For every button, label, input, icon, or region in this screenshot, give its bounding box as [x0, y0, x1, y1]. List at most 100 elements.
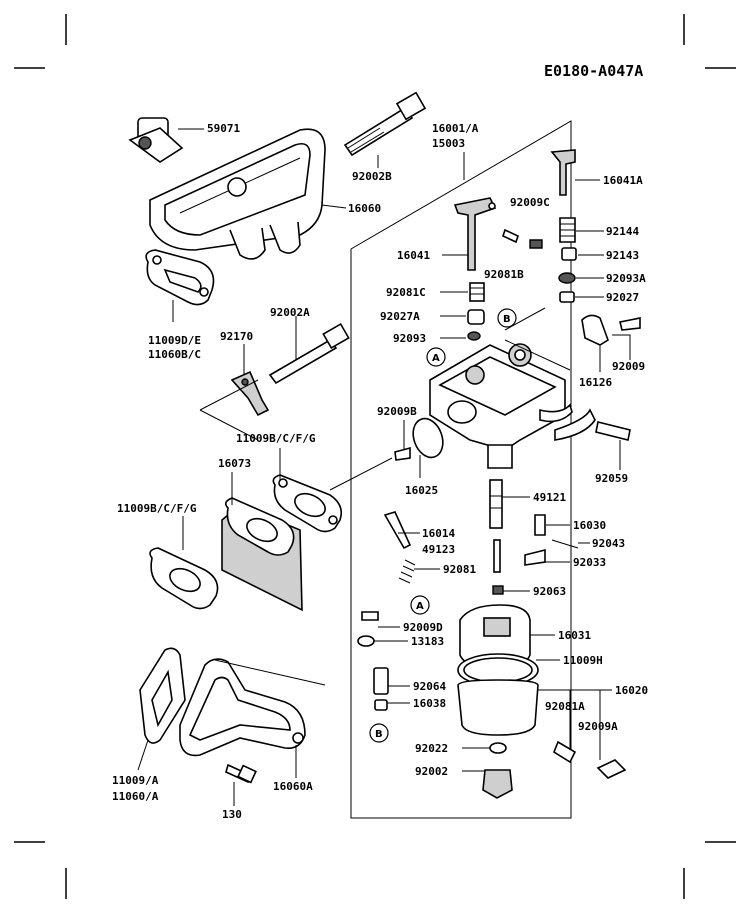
clip-92033 — [524, 548, 546, 566]
part-label: 13183 — [411, 635, 444, 648]
part-label: 16126 — [579, 376, 612, 389]
valve-16030 — [534, 514, 546, 536]
part-label: 16031 — [558, 629, 591, 642]
plate-16126 — [581, 314, 609, 346]
part-label: 92027 — [606, 291, 639, 304]
intake-pipe-16060a — [179, 658, 306, 757]
pipe-leader — [214, 659, 326, 686]
gasket-leader — [329, 457, 393, 491]
part-label: 11009B/C/F/G — [236, 432, 316, 445]
seal-92093 — [467, 331, 481, 341]
choke-lever-16041a — [550, 149, 576, 196]
collar-92064 — [373, 667, 389, 695]
registration-marks — [14, 14, 736, 899]
part-label: 16060A — [273, 780, 313, 793]
drawing-code: E0180-A047A — [544, 62, 643, 80]
collar-92027 — [559, 291, 575, 303]
part-label: 11009H — [563, 654, 603, 667]
part-label: 92043 — [592, 537, 625, 550]
nut-92002 — [482, 769, 513, 799]
part-label: 92033 — [573, 556, 606, 569]
float-bowl-16020 — [457, 679, 539, 736]
jet-49121 — [489, 479, 503, 529]
gasket-11009a — [139, 647, 186, 744]
screw-16014 — [383, 511, 412, 550]
part-label: 92009 — [612, 360, 645, 373]
part-label: 11060B/C — [148, 348, 201, 361]
part-label: 16073 — [218, 457, 251, 470]
part-label: 11060/A — [112, 790, 159, 803]
part-label: 92022 — [415, 742, 448, 755]
spring-92081 — [398, 559, 416, 584]
washer-92022 — [489, 742, 507, 754]
seal-92093a — [558, 272, 576, 284]
part-label: 49123 — [422, 543, 455, 556]
screw-92009a — [596, 759, 627, 779]
throttle-shaft-16041 — [453, 197, 497, 271]
pin-92059 — [595, 421, 631, 441]
part-label: 92081B — [484, 268, 524, 281]
collar-92027a — [467, 309, 485, 325]
callout-a-upper: A — [426, 347, 446, 367]
collar-92143 — [561, 247, 577, 261]
part-label: 11009/A — [112, 774, 159, 787]
guide-lines-left — [199, 379, 259, 441]
part-label: 16014 — [422, 527, 455, 540]
svg-text:A: A — [432, 353, 440, 364]
spring-92081a — [553, 740, 577, 764]
part-label: 92093A — [606, 272, 646, 285]
part-label: 92002B — [352, 170, 392, 183]
screw-92009d — [361, 611, 379, 621]
part-label: 92009A — [578, 720, 618, 733]
part-label: 92009B — [377, 405, 417, 418]
air-cleaner-base — [128, 117, 326, 260]
bolt-92002b — [343, 91, 427, 157]
part-label: 92144 — [606, 225, 639, 238]
carburetor-body — [429, 343, 596, 469]
part-label: 16041 — [397, 249, 430, 262]
part-label: 92063 — [533, 585, 566, 598]
part-label: 92002 — [415, 765, 448, 778]
part-label: 16038 — [413, 697, 446, 710]
part-label: 16025 — [405, 484, 438, 497]
ring-16038 — [374, 699, 388, 711]
insulator-16073 — [221, 497, 303, 612]
part-label: 11009B/C/F/G — [117, 502, 197, 515]
washer-13183 — [357, 635, 375, 647]
spring-92081b — [502, 228, 519, 244]
screw-92009b — [394, 446, 411, 461]
callout-b-upper: B — [497, 308, 517, 328]
gasket-11009h — [457, 653, 539, 687]
callout-a-lower: A — [410, 595, 430, 615]
gasket-11009bcfg-upper — [272, 474, 343, 533]
screw-92009 — [619, 317, 641, 331]
part-label: 16020 — [615, 684, 648, 697]
callout-b-lower: B — [369, 723, 389, 743]
part-label: 130 — [222, 808, 242, 821]
bolt-130 — [225, 763, 257, 784]
bracket-92170 — [230, 370, 270, 417]
screw-92009c — [529, 239, 543, 249]
valve-16025 — [412, 417, 444, 459]
part-label: 16060 — [348, 202, 381, 215]
part-label: 92009C — [510, 196, 550, 209]
leader-lines — [137, 128, 631, 806]
jet-49123 — [493, 539, 501, 573]
part-label: 92081C — [386, 286, 426, 299]
svg-text:A: A — [416, 601, 424, 612]
carburetor-frame — [350, 120, 572, 819]
part-label: 92027A — [380, 310, 420, 323]
part-label: 92059 — [595, 472, 628, 485]
part-label: 92081 — [443, 563, 476, 576]
part-labels: 59071 92002B 16060 16001/A 15003 16041A … — [112, 122, 648, 821]
spring-92081c — [469, 282, 485, 302]
part-label: 16001/A — [432, 122, 479, 135]
part-label: 92143 — [606, 249, 639, 262]
bolt-92002a — [268, 322, 350, 385]
part-label: 15003 — [432, 137, 465, 150]
part-label: 49121 — [533, 491, 566, 504]
part-label: 92081A — [545, 700, 585, 713]
gasket-11009de — [145, 249, 215, 306]
part-label: 11009D/E — [148, 334, 201, 347]
